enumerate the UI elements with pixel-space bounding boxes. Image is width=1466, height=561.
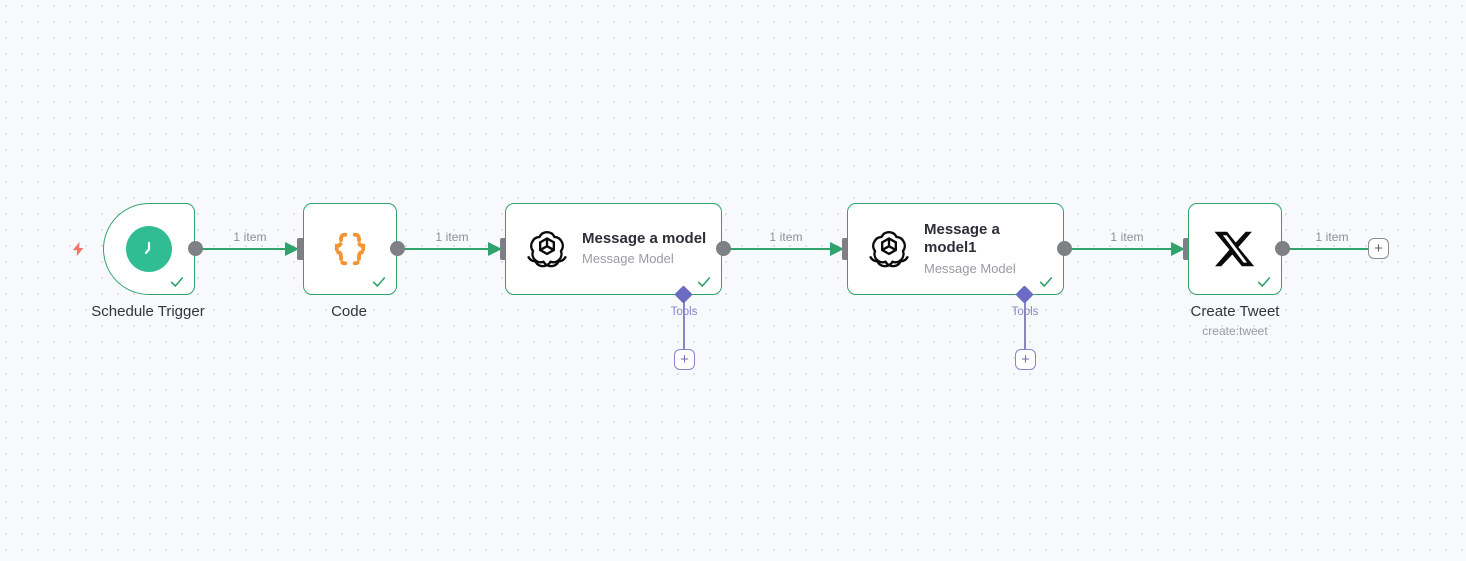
- connection-label-3: 1 item: [769, 230, 803, 244]
- node-title-schedule-trigger: Schedule Trigger: [91, 303, 205, 320]
- trigger-bolt-icon: [70, 238, 87, 265]
- status-check-icon: [1039, 277, 1053, 287]
- node-message-a-model1[interactable]: Message a model1 Message Model: [847, 203, 1064, 295]
- output-port-message-a-model[interactable]: [716, 241, 731, 256]
- input-port-code[interactable]: [297, 238, 305, 260]
- input-port-message-a-model[interactable]: [500, 238, 508, 260]
- add-tool-button-1[interactable]: +: [674, 349, 695, 370]
- node-schedule-trigger[interactable]: [103, 203, 195, 295]
- plus-icon: +: [1021, 350, 1030, 368]
- node-subtitle-message-a-model1: Message Model: [924, 260, 1016, 276]
- x-twitter-icon: [1212, 226, 1258, 272]
- node-text-block: Message a model1 Message Model: [924, 221, 1054, 277]
- add-tool-button-2[interactable]: +: [1015, 349, 1036, 370]
- node-caption-create-tweet: Create Tweet create:tweet: [1191, 302, 1280, 339]
- node-title-create-tweet: Create Tweet: [1190, 303, 1280, 320]
- node-caption-code: Code: [331, 302, 367, 322]
- node-text-block: Message a model Message Model: [582, 230, 706, 268]
- add-next-node-button[interactable]: +: [1368, 238, 1389, 259]
- output-port-message-a-model1[interactable]: [1057, 241, 1072, 256]
- node-create-tweet[interactable]: [1188, 203, 1282, 295]
- plus-icon: +: [1374, 239, 1383, 257]
- status-check-icon: [170, 277, 184, 287]
- status-check-icon: [372, 277, 386, 287]
- tools-connector-label-1: Tools: [670, 306, 698, 318]
- output-port-create-tweet[interactable]: [1275, 241, 1290, 256]
- node-subtitle-message-a-model: Message Model: [582, 251, 674, 267]
- curly-braces-icon: [328, 227, 372, 271]
- connection-label-4: 1 item: [1110, 230, 1144, 244]
- openai-icon: [868, 228, 910, 270]
- node-title-message-a-model: Message a model: [582, 230, 707, 248]
- plus-icon: +: [680, 350, 689, 368]
- output-port-code[interactable]: [390, 241, 405, 256]
- input-port-create-tweet[interactable]: [1183, 238, 1191, 260]
- status-check-icon: [1257, 277, 1271, 287]
- connection-label-1: 1 item: [233, 230, 267, 244]
- connection-label-2: 1 item: [435, 230, 469, 244]
- tools-connector-label-2: Tools: [1011, 306, 1039, 318]
- connection-label-5: 1 item: [1315, 230, 1349, 244]
- openai-icon: [526, 228, 568, 270]
- node-caption-schedule-trigger: Schedule Trigger: [91, 302, 204, 322]
- node-message-a-model[interactable]: Message a model Message Model: [505, 203, 722, 295]
- clock-icon: [126, 226, 172, 272]
- status-check-icon: [697, 277, 711, 287]
- node-title-code: Code: [331, 303, 367, 320]
- node-subtitle-create-tweet: create:tweet: [1202, 323, 1268, 338]
- output-port-schedule-trigger[interactable]: [188, 241, 203, 256]
- input-port-message-a-model1[interactable]: [842, 238, 850, 260]
- node-code[interactable]: [303, 203, 397, 295]
- node-title-message-a-model1: Message a model1: [924, 220, 1000, 257]
